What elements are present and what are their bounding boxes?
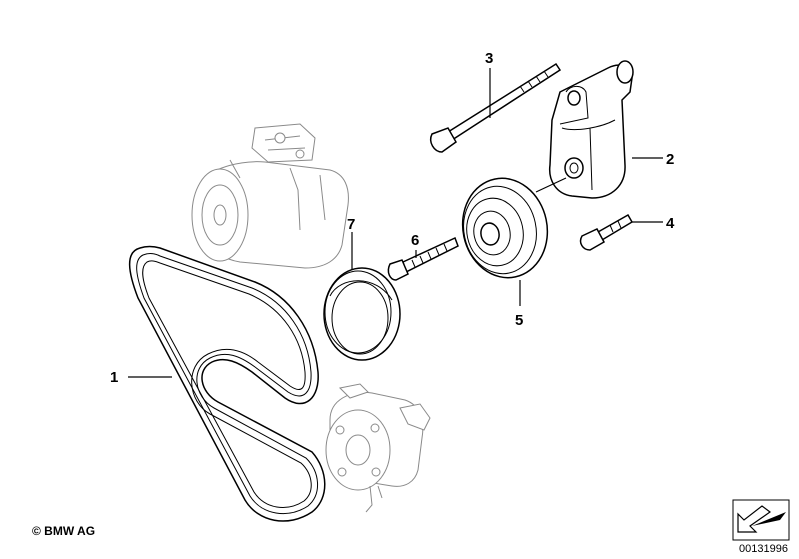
callout-3: 3 <box>485 50 493 67</box>
long-bolt <box>430 62 562 153</box>
ac-compressor-ghost <box>191 123 349 269</box>
drive-belt <box>128 245 326 522</box>
callout-2: 2 <box>666 151 674 168</box>
callout-4: 4 <box>666 215 675 232</box>
deflection-pulley <box>323 267 401 361</box>
power-steering-pump-ghost <box>325 383 431 513</box>
callout-5: 5 <box>515 312 523 329</box>
leader-lines <box>128 68 663 378</box>
callout-6: 6 <box>411 232 419 249</box>
copyright-label: © BMW AG <box>32 524 96 538</box>
callout-1: 1 <box>110 369 118 386</box>
short-bolt <box>579 213 634 251</box>
leader-bracket-pulley <box>535 177 567 193</box>
tensioner-pulley <box>461 177 549 279</box>
tensioner-bracket <box>548 60 634 199</box>
pulley-bolt <box>387 236 459 281</box>
document-number: 00131996 <box>739 543 788 555</box>
orientation-arrow-icon <box>732 499 790 541</box>
callout-7: 7 <box>347 216 355 233</box>
